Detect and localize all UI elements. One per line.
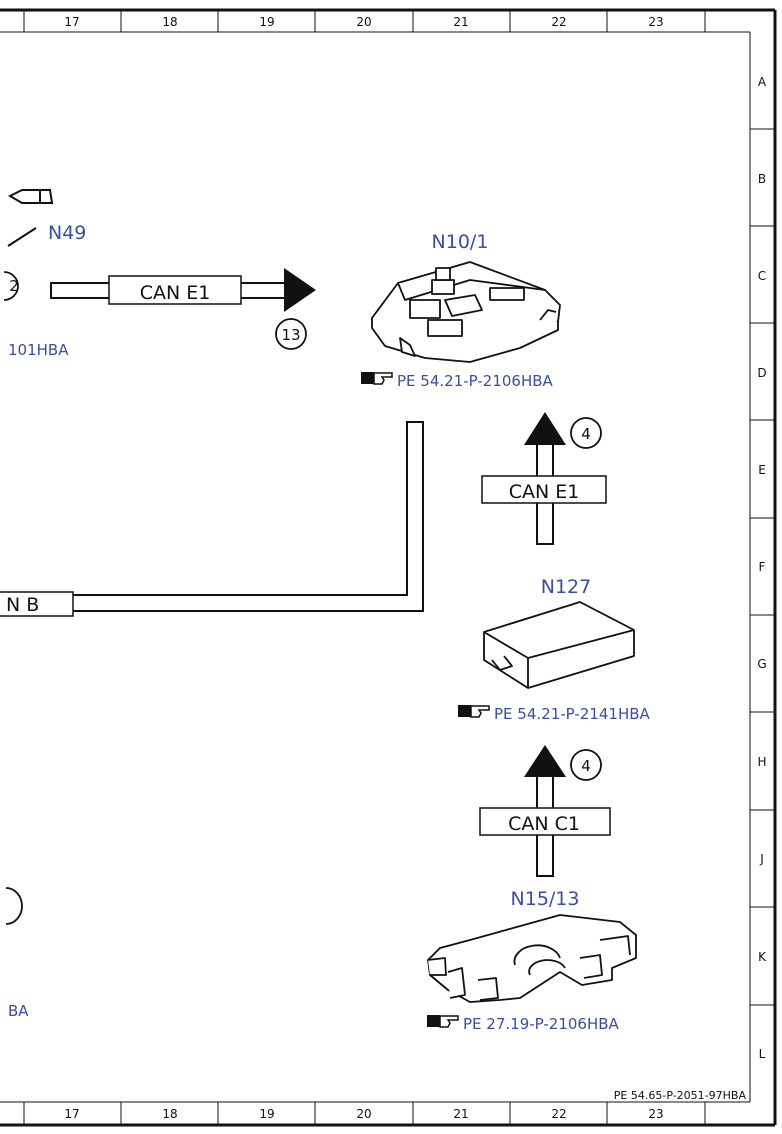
ruler-top: 17 18 19 20 21 22 23 <box>64 15 663 29</box>
can-c1-bus-vertical <box>479 745 611 877</box>
n10-1-module-icon <box>371 261 561 363</box>
ruler-col-18: 18 <box>162 1107 177 1121</box>
svg-text:2: 2 <box>9 277 19 295</box>
ruler-row-f: F <box>759 560 766 574</box>
can-c1-circle-marker: 4 <box>570 749 602 781</box>
ruler-row-g: G <box>757 657 766 671</box>
n10-1-label: N10/1 <box>432 231 489 253</box>
pointing-hand-icon <box>458 705 490 718</box>
can-b-bus-label: N B <box>6 594 39 616</box>
ruler-row-l: L <box>759 1047 766 1061</box>
ruler-col-23: 23 <box>648 1107 663 1121</box>
n10-1-reference-link[interactable]: PE 54.21-P-2106HBA <box>361 372 554 390</box>
ruler-col-22: 22 <box>551 1107 566 1121</box>
can-e1-bus-label: CAN E1 <box>140 282 211 304</box>
ruler-col-20: 20 <box>356 1107 371 1121</box>
ruler-col-17: 17 <box>64 1107 79 1121</box>
ruler-row-k: K <box>758 950 767 964</box>
left-bottom-partial-icon <box>5 887 23 925</box>
ruler-col-17: 17 <box>64 15 79 29</box>
pointing-hand-icon <box>427 1015 459 1028</box>
n49-circle-marker: 2 <box>3 271 19 301</box>
can-e1-vertical-circle-marker: 4 <box>570 417 602 449</box>
n127-reference: PE 54.21-P-2141HBA <box>494 705 651 723</box>
ruler-row-e: E <box>758 463 766 477</box>
ruler-col-21: 21 <box>453 15 468 29</box>
ruler-row-j: J <box>759 852 764 866</box>
n127-reference-link[interactable]: PE 54.21-P-2141HBA <box>458 705 651 723</box>
n15-13-label: N15/13 <box>511 888 580 910</box>
ruler-row-d: D <box>757 366 766 380</box>
ruler-col-19: 19 <box>259 15 274 29</box>
n49-label: N49 <box>48 222 86 244</box>
document-id: PE 54.65-P-2051-97HBA <box>614 1089 747 1102</box>
n49-reference: 101HBA <box>8 341 69 359</box>
n15-13-reference: PE 27.19-P-2106HBA <box>463 1015 620 1033</box>
ruler-row-a: A <box>758 75 767 89</box>
pointing-hand-icon <box>361 372 393 385</box>
ruler-row-c: C <box>758 269 766 283</box>
ruler-right: A B C D E F G H J K L <box>757 75 767 1061</box>
n10-1-reference: PE 54.21-P-2106HBA <box>397 372 554 390</box>
drawing-frame <box>0 8 777 1127</box>
svg-text:4: 4 <box>581 425 591 443</box>
ruler-col-23: 23 <box>648 15 663 29</box>
n49-connector-icon <box>7 189 54 247</box>
ruler-col-18: 18 <box>162 15 177 29</box>
can-e1-bus-vertical <box>481 412 607 545</box>
can-e1-circle-marker: 13 <box>275 318 307 350</box>
can-c1-bus-label: CAN C1 <box>508 813 580 835</box>
can-e1-vertical-label: CAN E1 <box>509 481 580 503</box>
ruler-col-21: 21 <box>453 1107 468 1121</box>
n15-13-reference-link[interactable]: PE 27.19-P-2106HBA <box>427 1015 620 1033</box>
ruler-col-19: 19 <box>259 1107 274 1121</box>
left-bottom-reference: BA <box>8 1002 29 1020</box>
can-e1-bus-horizontal <box>50 268 316 312</box>
ruler-row-b: B <box>758 172 766 186</box>
svg-text:4: 4 <box>581 757 591 775</box>
n127-label: N127 <box>541 576 591 598</box>
can-b-bus-wire <box>0 421 424 617</box>
svg-text:13: 13 <box>281 326 300 344</box>
ruler-col-22: 22 <box>551 15 566 29</box>
n15-13-module-icon <box>427 914 637 1003</box>
ruler-col-20: 20 <box>356 15 371 29</box>
ruler-row-h: H <box>757 755 766 769</box>
ruler-bottom: 17 18 19 20 21 22 23 <box>64 1107 663 1121</box>
n127-module-icon <box>483 601 635 689</box>
